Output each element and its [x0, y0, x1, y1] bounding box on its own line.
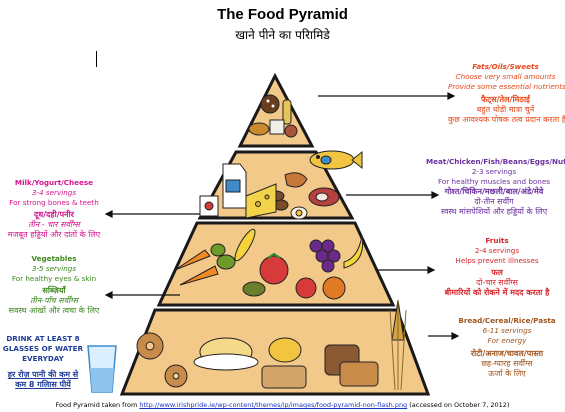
page-subtitle: खाने पीने का परिामिडे [235, 28, 330, 42]
veg-line1: 3-5 servings [31, 264, 77, 273]
water-line1: DRINK AT LEAST 8 [6, 334, 80, 343]
caption-prefix: Food Pyramid taken from [55, 401, 138, 409]
veg-line2: For healthy eyes & skin [11, 274, 97, 283]
bread-hindi-heading: रोटी/अनाज/चावल/पास्ता [470, 349, 544, 358]
bread-hindi-line2: ऊर्जा के लिए [488, 369, 526, 378]
source-caption: Food Pyramid taken from http://www.irish… [0, 401, 565, 409]
fruits-line2: Helps prevent illnesses [455, 256, 539, 265]
fruit-icons [295, 235, 364, 300]
meat-line2: For healthy muscles and bones [438, 177, 550, 186]
fruits-hindi-line2: बीमारियों को रोकने में मदद करता है [444, 288, 550, 297]
veg-hindi-heading: सब्ज़ियाँ [42, 286, 66, 295]
milk-hindi-heading: दूध/दही/पनीर [34, 210, 74, 219]
bread-label-block: Bread/Cereal/Rice/Pasta 6-11 servings Fo… [452, 316, 562, 379]
fats-hindi-line2: कुछ आवश्यक पोषक तत्व प्रदान करता है [448, 115, 565, 124]
pointer-arrows [104, 92, 460, 340]
milk-label-block: Milk/Yogurt/Cheese 3-4 servings For stro… [2, 178, 106, 240]
water-line3: EVERYDAY [22, 354, 64, 363]
fruits-heading: Fruits [485, 236, 509, 245]
veg-label-block: Vegetables 3-5 servings For healthy eyes… [2, 254, 106, 316]
fats-line2: Provide some essential nutrients [448, 82, 565, 91]
milk-line1: 3-4 servings [31, 188, 77, 197]
meat-label-block: Meat/Chicken/Fish/Beans/Eggs/Nuts 2-3 se… [426, 157, 565, 217]
veg-heading: Vegetables [31, 254, 77, 263]
water-hindi-line1: हर रोज़ पानी की कम से [7, 370, 79, 379]
veg-hindi-line2: सवस्थ आंखों और त्वचा के लिए [8, 306, 100, 315]
milk-hindi-line2: मजबूत हड्डियों और दांतों के लिए [7, 230, 101, 239]
milk-line2: For strong bones & teeth [9, 198, 99, 207]
veg-hindi-line1: तीन-पाँच सर्वींग्स [30, 296, 78, 305]
source-link[interactable]: http://www.irishpride.ie/wp-content/them… [139, 401, 408, 409]
fats-line1: Choose very small amounts [455, 72, 556, 81]
milk-heading: Milk/Yogurt/Cheese [14, 178, 94, 187]
bread-line2: For energy [487, 336, 527, 345]
bread-hindi-line1: छह-ग्यारह सर्वींग्स [481, 359, 533, 368]
fats-label-block: Fats/Oils/Sweets Choose very small amoun… [448, 62, 565, 125]
milk-cheese-icons [199, 163, 277, 219]
text-cursor [96, 51, 97, 67]
fats-hindi-line1: बहुत थोड़ी मात्रा चुनें [476, 105, 535, 114]
bread-heading: Bread/Cereal/Rice/Pasta [458, 316, 556, 325]
milk-hindi-line1: तीन - चार सर्वींग्स [28, 220, 80, 229]
bread-line1: 6-11 servings [482, 326, 532, 335]
fruits-hindi-line1: दो-चार सर्वींग्स [476, 278, 518, 287]
grain-bread-icons [136, 299, 407, 391]
fruits-label-block: Fruits 2-4 servings Helps prevent illnes… [432, 236, 562, 298]
meat-hindi-heading: गोश्त/चिकिन/मछली/बाल/अंडे/मेवे [444, 187, 544, 196]
page-title: The Food Pyramid [217, 6, 348, 23]
fruits-hindi-heading: फल [491, 268, 503, 277]
water-glass-icon [87, 345, 117, 393]
meat-hindi-line1: दो-तीन सर्वींग [474, 197, 514, 206]
water-hindi-line2: कम 8 गलिास पीयें [15, 380, 71, 389]
water-line2: GLASSES OF WATER [2, 344, 84, 353]
fruits-line1: 2-4 servings [474, 246, 520, 255]
meat-line1: 2-3 servings [471, 167, 517, 176]
fats-sweets-food-icons [248, 94, 298, 138]
meat-heading: Meat/Chicken/Fish/Beans/Eggs/Nuts [426, 157, 565, 166]
vegetable-icons [174, 228, 289, 297]
caption-suffix: (accessed on October 7, 2012) [409, 401, 510, 409]
water-label-block: DRINK AT LEAST 8 GLASSES OF WATER EVERYD… [2, 334, 84, 390]
fats-heading: Fats/Oils/Sweets [472, 62, 539, 71]
meat-hindi-line2: स्वस्थ मांसपेशियों और हड्डियों के लिए [440, 207, 548, 216]
fats-hindi-heading: फैट्स/तेल/मिठाई [481, 95, 530, 104]
